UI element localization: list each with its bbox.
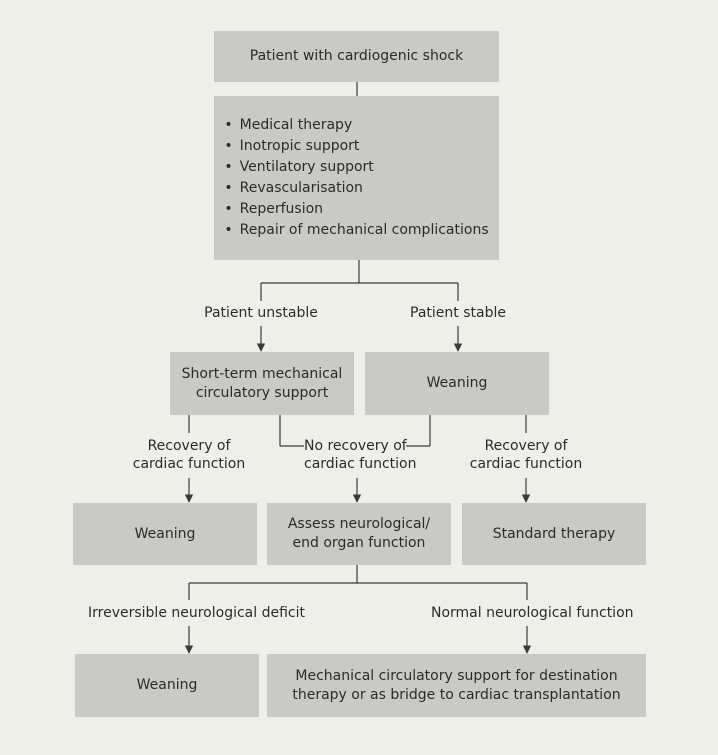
label-recovery-left-line1: Recovery of	[147, 438, 231, 454]
label-normal: Normal neurological function	[431, 604, 634, 622]
node-weaning-recovery: Weaning	[73, 503, 257, 565]
label-recovery-left: Recovery of cardiac function	[129, 437, 249, 473]
label-no-recovery-line1: No recovery of	[304, 438, 407, 454]
node-short-term-mcs-line1: Short-term mechanical	[181, 365, 343, 382]
label-recovery-right: Recovery of cardiac function	[466, 437, 586, 473]
node-assess-line2: end organ function	[292, 535, 426, 551]
node-mcs-destination: Mechanical circulatory support for desti…	[267, 654, 646, 717]
node-standard-therapy-text: Standard therapy	[492, 525, 616, 542]
treatment-item: Medical therapy	[224, 115, 488, 136]
treatment-item: Repair of mechanical complications	[224, 220, 489, 241]
node-standard-therapy: Standard therapy	[462, 503, 646, 565]
node-assess: Assess neurological/ end organ function	[267, 503, 451, 565]
label-stable: Patient stable	[403, 304, 513, 322]
label-unstable: Patient unstable	[196, 304, 326, 322]
node-weaning-recovery-text: Weaning	[134, 525, 196, 542]
node-start: Patient with cardiogenic shock	[214, 31, 499, 82]
node-weaning-irreversible: Weaning	[75, 654, 259, 717]
node-weaning-irreversible-text: Weaning	[136, 677, 198, 693]
label-no-recovery-line2: cardiac function	[304, 456, 417, 472]
label-recovery-left-line2: cardiac function	[132, 456, 246, 472]
label-irreversible: Irreversible neurological deficit	[88, 604, 305, 622]
label-recovery-right-line1: Recovery of	[484, 438, 568, 454]
node-mcs-destination-line2: therapy or as bridge to cardiac transpla…	[292, 686, 621, 703]
label-recovery-right-line2: cardiac function	[469, 456, 583, 472]
node-start-text: Patient with cardiogenic shock	[249, 48, 464, 64]
treatment-list: Medical therapy Inotropic support Ventil…	[224, 115, 489, 241]
label-no-recovery: No recovery of cardiac function	[304, 437, 417, 473]
node-treatments: Medical therapy Inotropic support Ventil…	[214, 96, 499, 260]
node-assess-line1: Assess neurological/	[287, 516, 431, 532]
treatment-item: Revascularisation	[224, 178, 488, 199]
node-weaning-stable: Weaning	[365, 352, 549, 415]
treatment-item: Ventilatory support	[224, 157, 488, 178]
node-short-term-mcs: Short-term mechanical circulatory suppor…	[170, 352, 354, 415]
treatment-item: Reperfusion	[224, 199, 488, 220]
treatment-item: Inotropic support	[224, 136, 488, 157]
node-mcs-destination-line1: Mechanical circulatory support for desti…	[295, 667, 618, 684]
node-weaning-stable-text: Weaning	[426, 375, 488, 391]
node-short-term-mcs-line2: circulatory support	[195, 384, 329, 401]
